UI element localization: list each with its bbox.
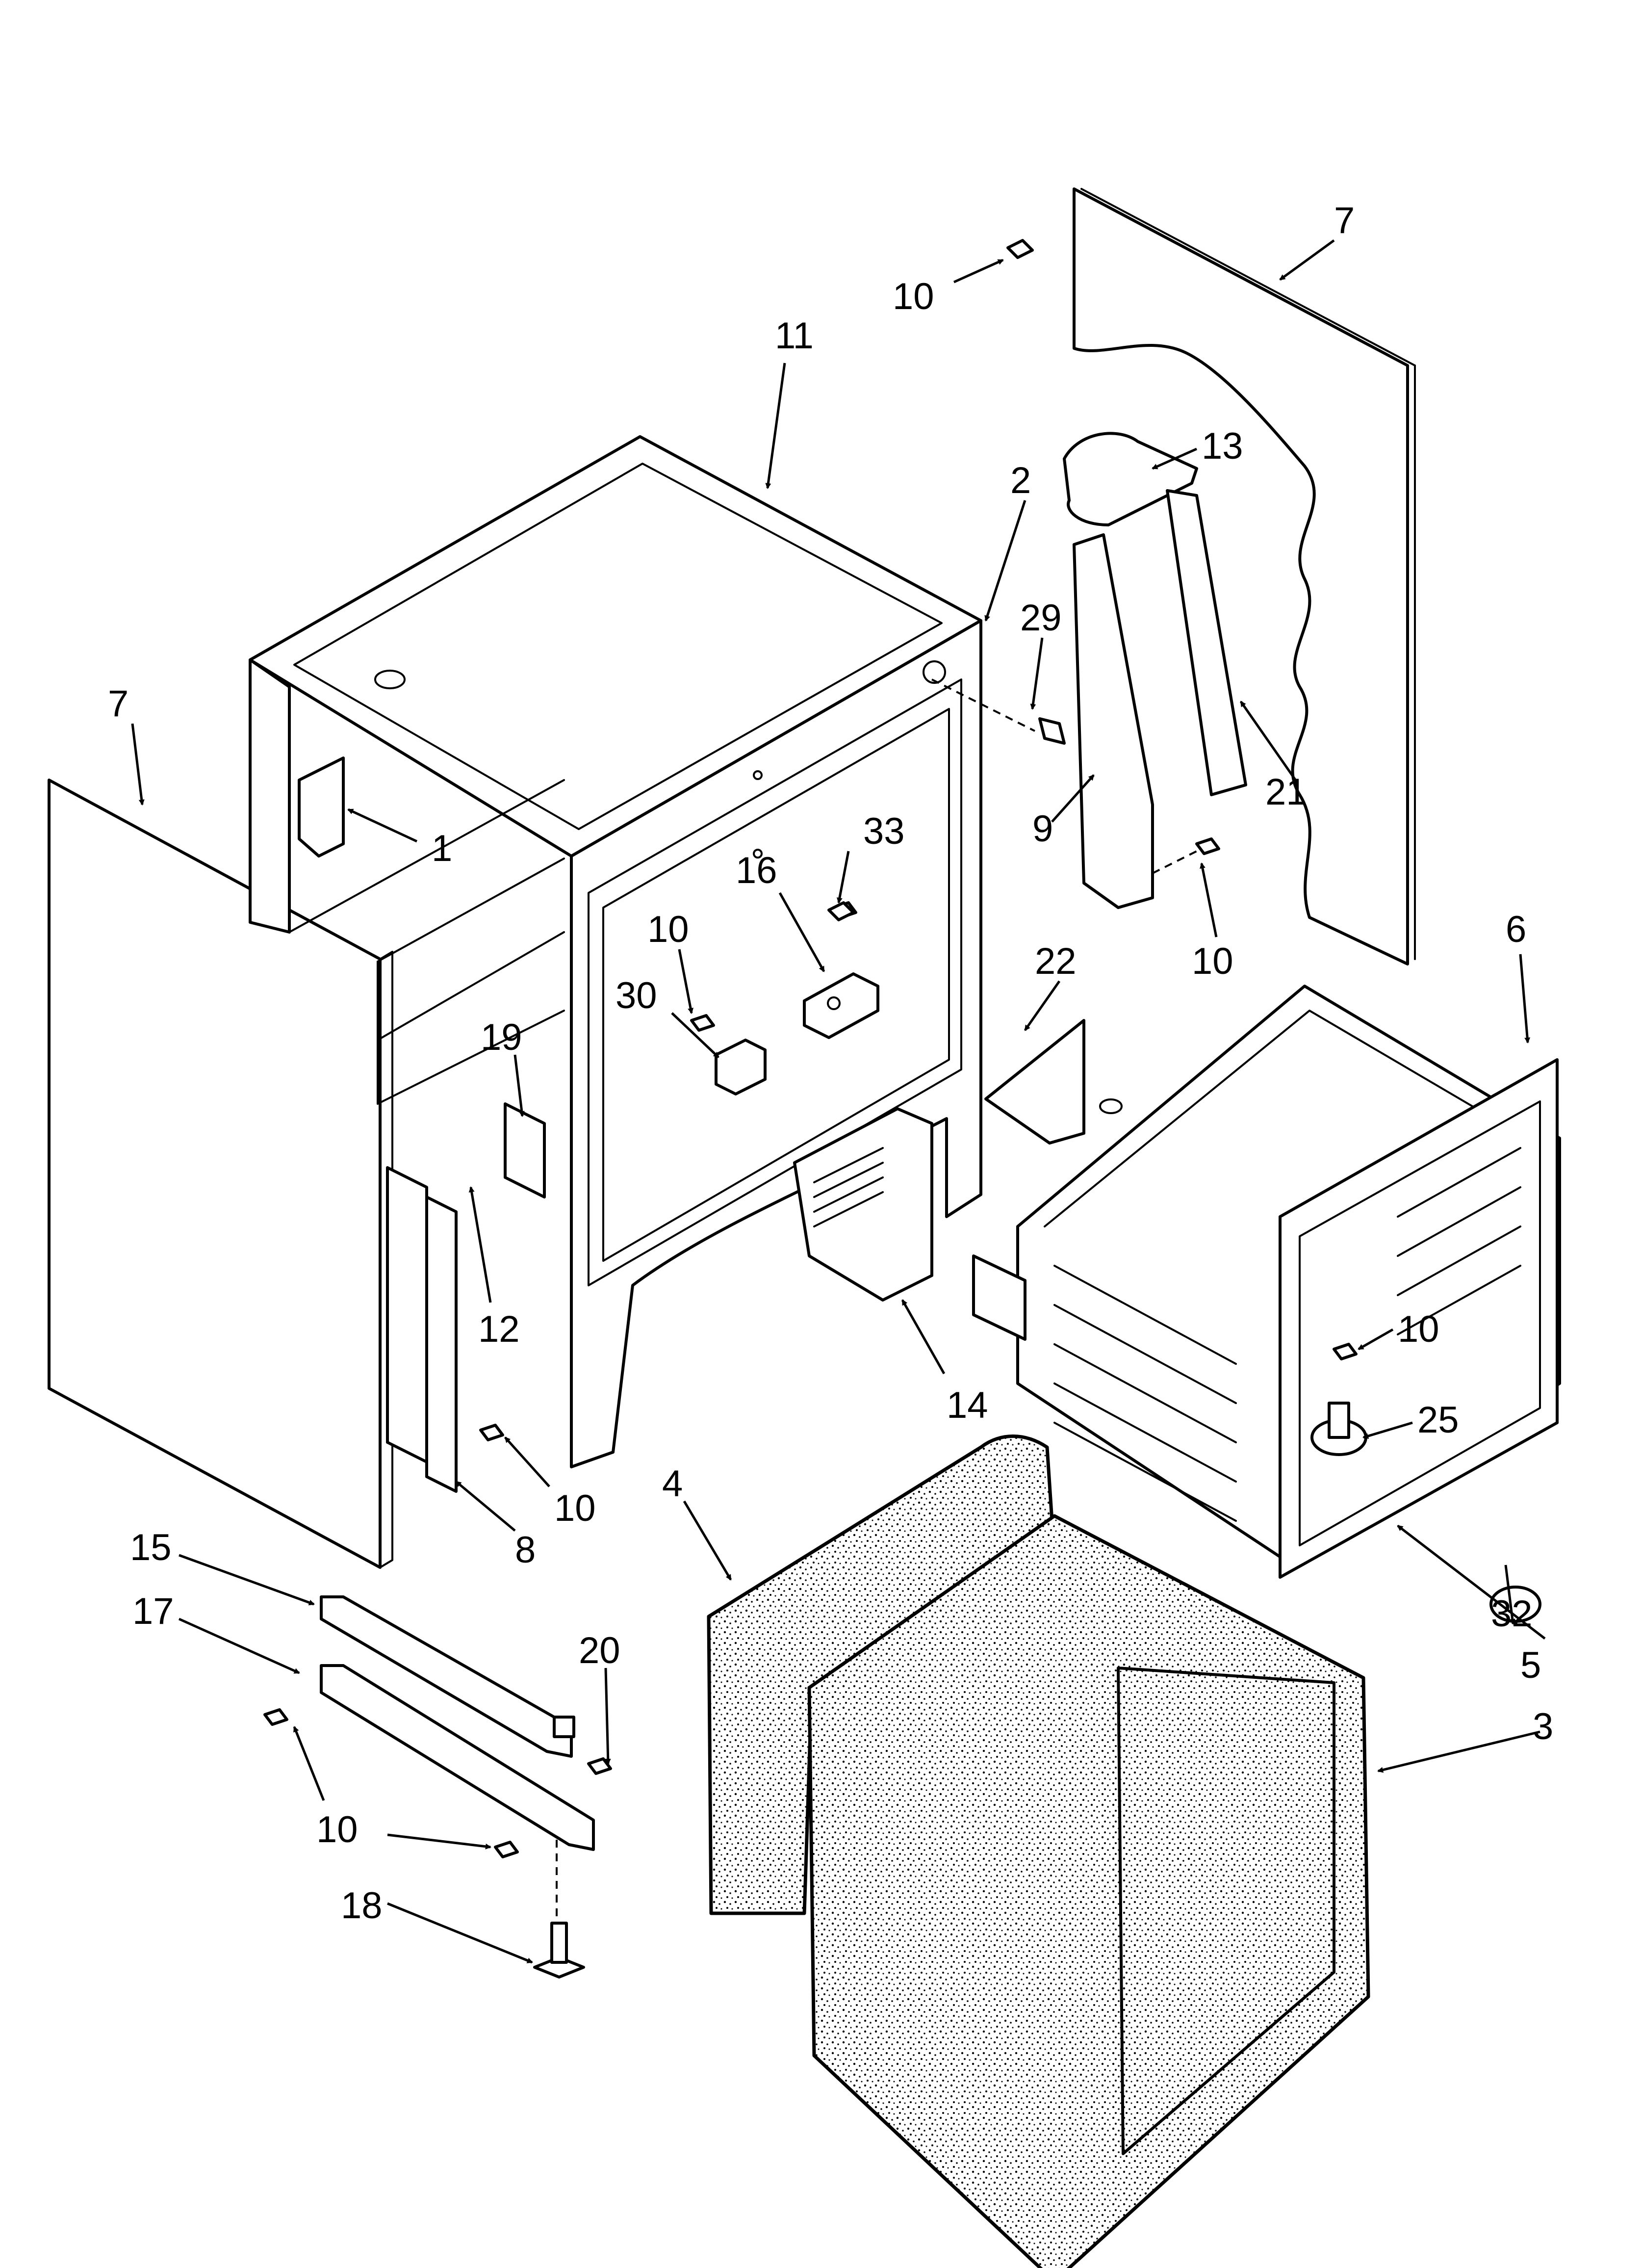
lower-rails [320, 1595, 595, 1851]
main-cabinet-frame [249, 435, 982, 1468]
callout-labels: 10 7 11 13 2 29 7 1 21 9 33 16 10 10 30 … [108, 200, 1553, 1927]
callout-8: 8 [515, 1529, 536, 1571]
callout-11: 11 [775, 315, 814, 357]
callout-30: 30 [616, 975, 657, 1017]
callout-25: 25 [1417, 1399, 1459, 1441]
callout-33: 33 [863, 810, 905, 852]
callout-10-top: 10 [893, 276, 934, 317]
side-panel-left [48, 779, 393, 1569]
callout-2: 2 [1010, 460, 1031, 501]
oven-cavity [972, 985, 1561, 1579]
callout-15: 15 [130, 1527, 172, 1568]
callout-5: 5 [1520, 1644, 1541, 1686]
callout-4: 4 [662, 1463, 683, 1505]
callout-6: 6 [1506, 909, 1526, 950]
rear-panel-right [1073, 187, 1416, 965]
callout-12: 12 [478, 1308, 520, 1350]
side-brace [386, 1102, 546, 1493]
callout-10-bracket-a: 10 [316, 1809, 358, 1851]
callout-32: 32 [1491, 1593, 1533, 1635]
callout-10-center: 10 [647, 909, 689, 950]
rear-brackets [1063, 432, 1247, 909]
callout-7-right: 7 [1334, 200, 1355, 241]
callout-29: 29 [1020, 597, 1062, 639]
leader-lines [131, 239, 1546, 1964]
callout-10-oven: 10 [1398, 1308, 1439, 1350]
callout-16: 16 [736, 850, 777, 891]
callout-13: 13 [1202, 425, 1243, 467]
callout-10-lower: 10 [554, 1487, 596, 1529]
callout-10-shield: 10 [1192, 940, 1233, 982]
callout-1: 1 [432, 828, 452, 869]
callout-3: 3 [1533, 1706, 1553, 1747]
insulation-blankets [707, 1434, 1370, 2268]
callout-9: 9 [1032, 808, 1053, 850]
callout-21: 21 [1265, 771, 1307, 813]
screws [263, 239, 1541, 1979]
heat-shield [984, 1019, 1085, 1145]
callout-19: 19 [481, 1017, 522, 1058]
callout-14: 14 [947, 1384, 988, 1426]
callout-18: 18 [341, 1885, 383, 1927]
callout-17: 17 [132, 1590, 174, 1632]
callout-7-left: 7 [108, 683, 128, 725]
callout-22: 22 [1035, 940, 1077, 982]
callout-20: 20 [579, 1630, 620, 1671]
